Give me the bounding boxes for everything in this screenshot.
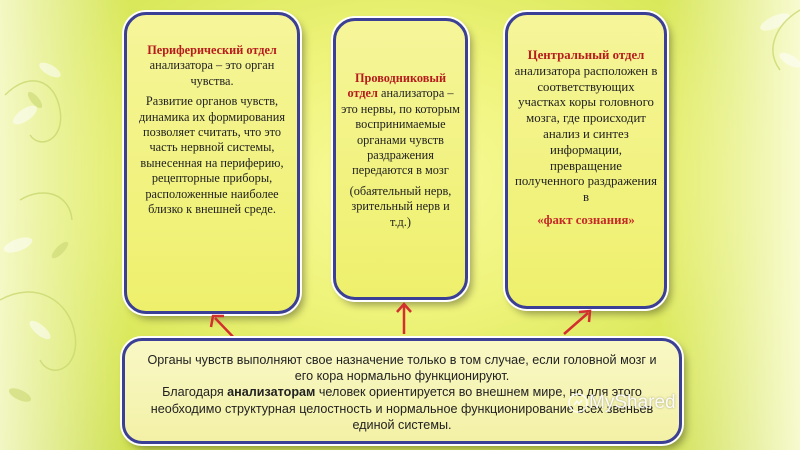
summary-box: Органы чувств выполняют свое назначение … [122,338,682,444]
arrow-to-conductive-icon [396,302,412,334]
summary-line-2: Благодаря анализаторам человек ориентиру… [139,384,665,433]
conductive-heading: Проводниковый отдел [347,71,447,101]
analyzers-term: анализаторам [227,385,316,400]
floral-decoration-right [760,9,800,71]
watermark-text: MyShared [589,392,676,413]
conductive-body: (обаятельный нерв, зрительный нерв и т.д… [349,183,452,229]
central-lead: анализатора расположен в соответствующих… [514,63,658,205]
background-glow-left [0,0,130,450]
peripheral-heading: Периферический отдел [147,43,277,57]
central-heading: Центральный отдел [527,48,645,62]
conductive-lead: анализатора – это нервы, по которым восп… [341,86,460,178]
peripheral-lead: анализатора – это орган чувства. [149,58,275,88]
central-section-card: Центральный отдел анализатора расположен… [505,12,667,309]
peripheral-body: Развитие органов чувств, динамика их фор… [138,94,286,217]
peripheral-section-card: Периферический отдел анализатора – это о… [124,12,300,314]
background-glow-right [660,0,800,450]
myshared-logo-icon [568,393,588,413]
consciousness-fact-text: «факт сознания» [537,212,635,227]
summary-prefix: Благодаря [162,385,228,400]
peripheral-intro: Периферический отдел анализатора – это о… [133,43,291,89]
conductive-intro: Проводниковый отдел анализатора – это не… [341,71,460,179]
summary-line-1: Органы чувств выполняют свое назначение … [147,353,657,384]
arrow-to-central-icon [563,309,592,335]
summary-rest: человек ориентируется во внешнем мире, н… [150,385,654,432]
central-intro: Центральный отдел анализатора расположен… [514,48,658,206]
conductive-section-card: Проводниковый отдел анализатора – это не… [333,18,468,300]
floral-decoration-left [0,62,77,402]
